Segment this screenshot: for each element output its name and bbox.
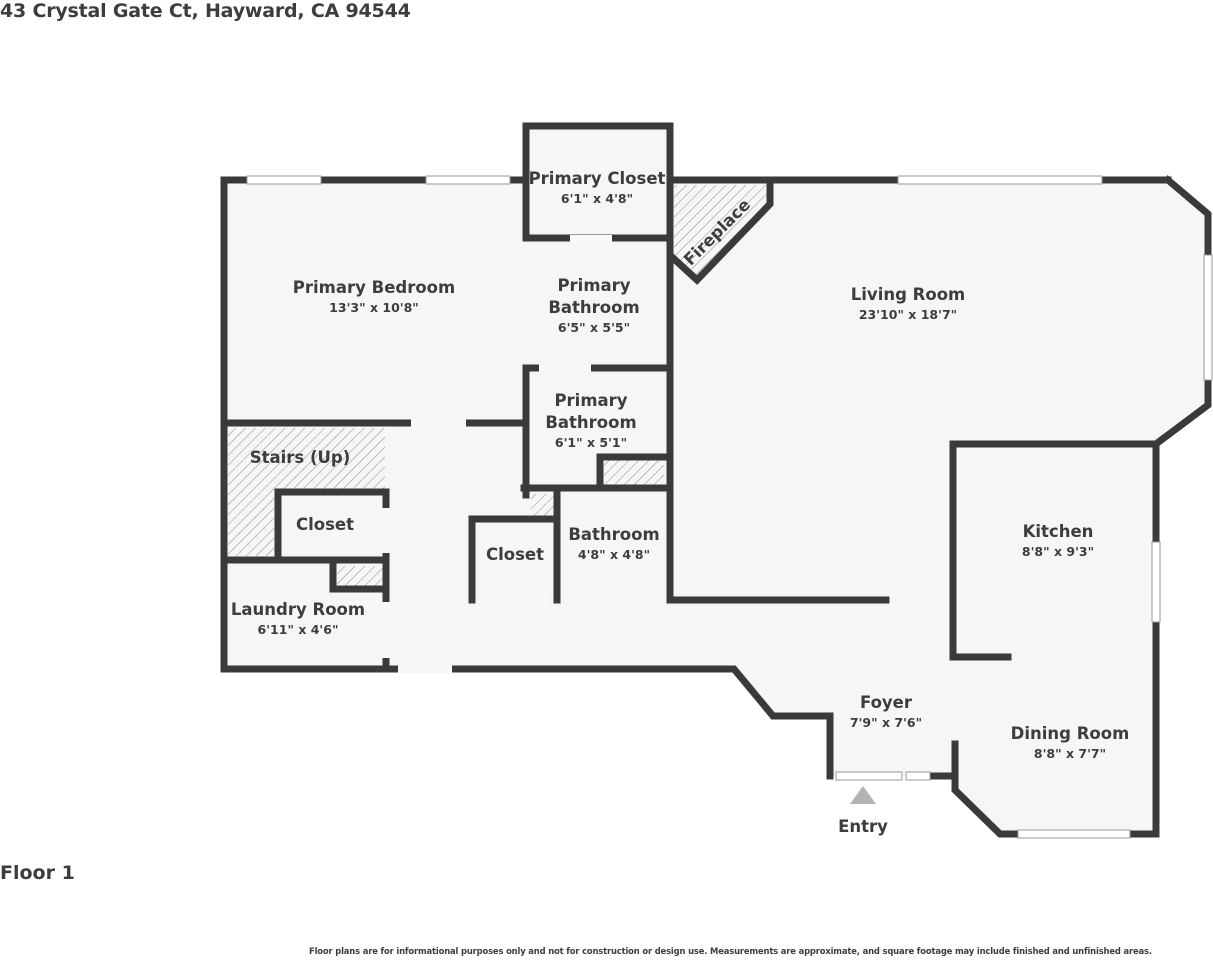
primary-bedroom-dims: 13'3" x 10'8" <box>329 300 419 315</box>
bath-hatch-2 <box>531 494 555 516</box>
laundry-room-name: Laundry Room <box>231 600 365 619</box>
dining-room-dims: 8'8" x 7'7" <box>1034 746 1106 761</box>
primary-bathroom-1-dims: 6'5" x 5'5" <box>558 320 630 335</box>
closet-mid-name: Closet <box>486 545 544 564</box>
primary-closet-dims: 6'1" x 4'8" <box>561 191 633 206</box>
property-address: 43 Crystal Gate Ct, Hayward, CA 94544 <box>0 0 411 22</box>
kitchen-dims: 8'8" x 9'3" <box>1022 544 1094 559</box>
walls <box>220 122 1212 838</box>
bathroom-name: Bathroom <box>568 525 659 544</box>
primary-closet-name: Primary Closet <box>529 169 666 188</box>
bathroom-dims: 4'8" x 4'8" <box>578 547 650 562</box>
bath-hatch-1 <box>604 460 664 486</box>
primary-bathroom-2-name-line1: Primary <box>554 391 627 410</box>
openings <box>246 175 1213 839</box>
floor-label: Floor 1 <box>0 862 75 884</box>
closet-left-name: Closet <box>296 515 354 534</box>
primary-bathroom-1-name-line2: Bathroom <box>548 298 639 317</box>
dining-room-name: Dining Room <box>1011 724 1130 743</box>
kitchen-name: Kitchen <box>1023 522 1094 541</box>
fireplace-hatch <box>674 185 768 276</box>
hatched-areas <box>228 185 768 587</box>
laundry-room-dims: 6'11" x 4'6" <box>258 622 339 637</box>
primary-bathroom-2-name-line2: Bathroom <box>545 413 636 432</box>
entry-label: Entry <box>838 817 888 836</box>
living-room-dims: 23'10" x 18'7" <box>859 307 957 322</box>
disclaimer-text: Floor plans are for informational purpos… <box>309 946 1152 956</box>
entry-arrow-icon <box>850 786 876 804</box>
primary-bathroom-1-name-line1: Primary <box>557 276 630 295</box>
living-room-name: Living Room <box>851 285 965 304</box>
foyer-dims: 7'9" x 7'6" <box>850 715 922 730</box>
laundry-hatch <box>337 566 383 587</box>
primary-bedroom-name: Primary Bedroom <box>293 278 455 297</box>
primary-bathroom-2-dims: 6'1" x 5'1" <box>555 435 627 450</box>
stairs-name: Stairs (Up) <box>250 448 351 467</box>
foyer-name: Foyer <box>860 693 913 712</box>
